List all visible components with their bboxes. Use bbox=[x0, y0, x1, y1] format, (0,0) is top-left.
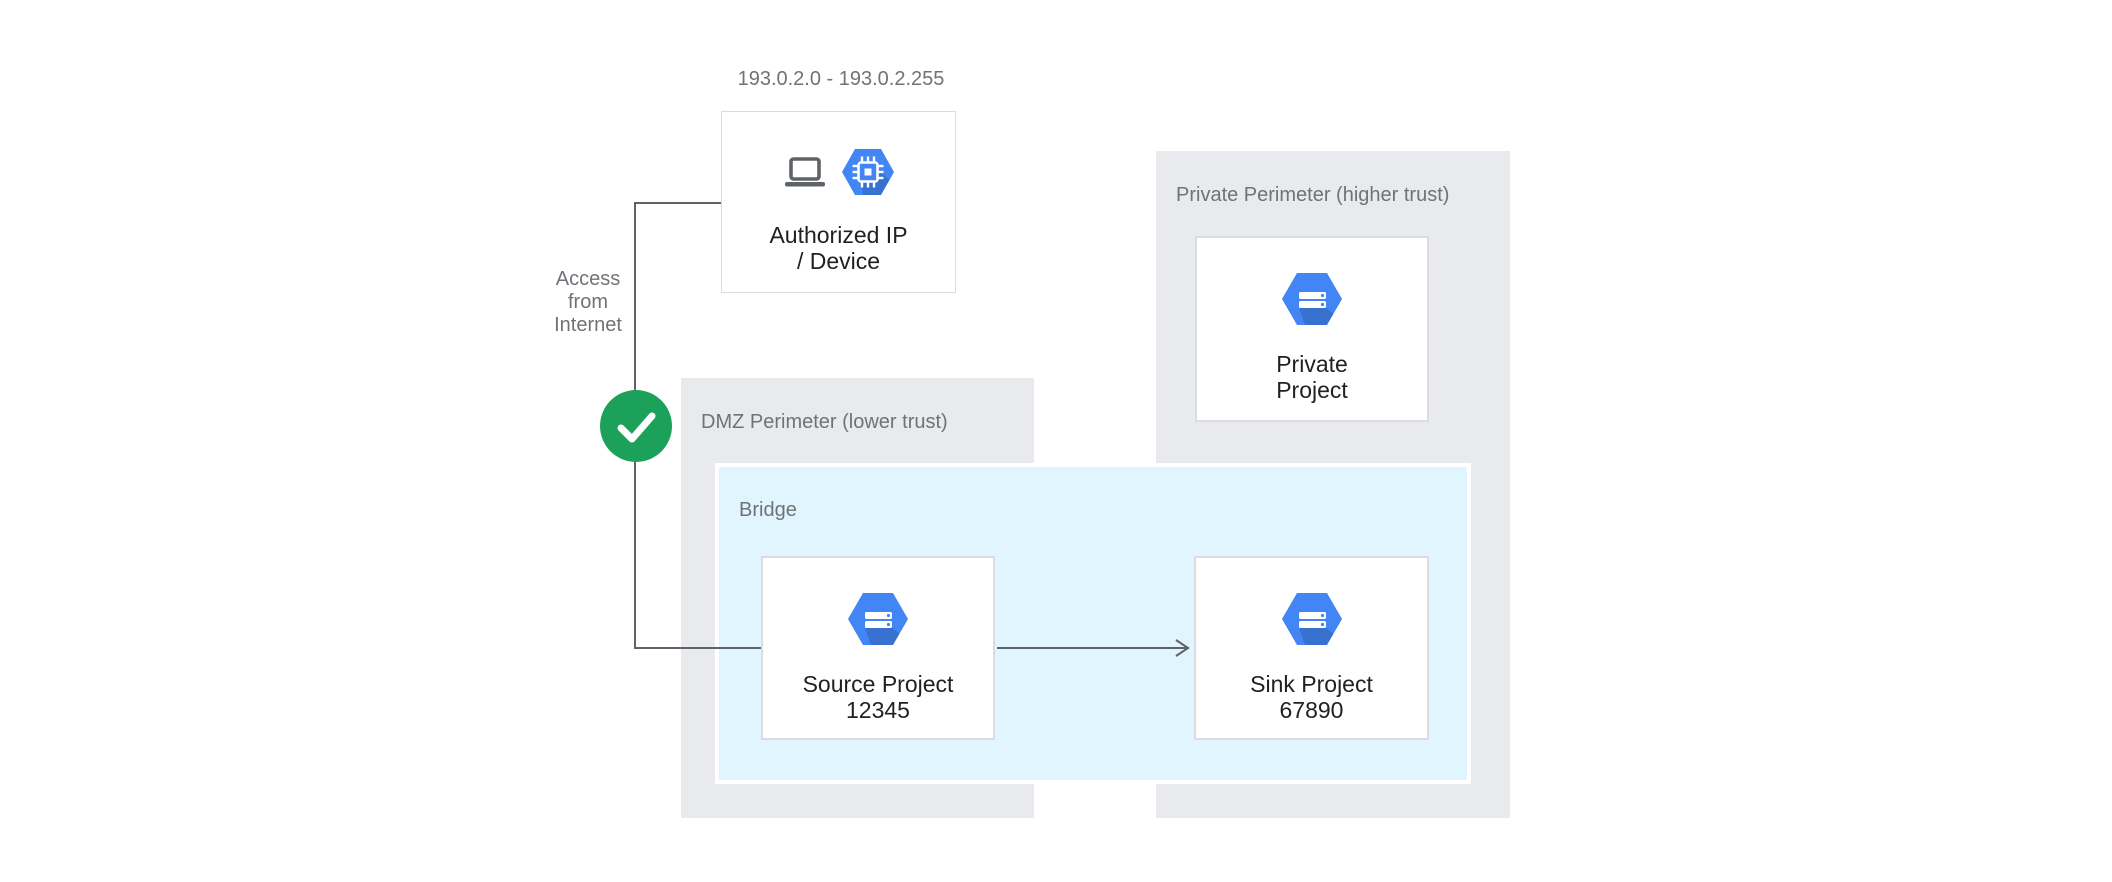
project-hexagon-icon bbox=[848, 593, 908, 645]
sink-project-node: Sink Project 67890 bbox=[1194, 556, 1429, 740]
sink-node-title: Sink Project 67890 bbox=[1250, 671, 1373, 723]
private-title-line1: Private bbox=[1276, 351, 1348, 377]
access-label-line2: from bbox=[568, 291, 608, 313]
access-label-line1: Access bbox=[555, 268, 621, 290]
source-project-node: Source Project 12345 bbox=[761, 556, 995, 740]
authorized-ip-device-node: Authorized IP / Device bbox=[721, 111, 956, 293]
access-label-line3: Internet bbox=[554, 314, 622, 336]
sink-title-line2: 67890 bbox=[1279, 697, 1344, 723]
private-title-line2: Project bbox=[1276, 377, 1348, 403]
private-project-node: Private Project bbox=[1195, 236, 1429, 422]
project-hexagon-icon bbox=[1282, 273, 1342, 325]
access-from-internet-label: Access from Internet bbox=[540, 268, 636, 337]
sink-title-line1: Sink Project bbox=[1250, 671, 1373, 697]
private-node-icons bbox=[1282, 273, 1342, 325]
authorized-title-line1: Authorized IP bbox=[769, 222, 908, 248]
authorized-node-title: Authorized IP / Device bbox=[769, 222, 907, 274]
source-node-title: Source Project 12345 bbox=[803, 671, 954, 723]
ip-range-label: 193.0.2.0 - 193.0.2.255 bbox=[737, 68, 945, 90]
source-title-line1: Source Project bbox=[802, 671, 954, 697]
private-node-title: Private Project bbox=[1276, 351, 1348, 403]
source-title-line2: 12345 bbox=[846, 697, 910, 723]
sink-node-icons bbox=[1281, 593, 1342, 645]
compute-chip-hexagon-icon bbox=[842, 149, 894, 195]
laptop-icon bbox=[783, 156, 827, 188]
dmz-perimeter-label: DMZ Perimeter (lower trust) bbox=[701, 411, 948, 433]
source-node-icons bbox=[848, 593, 908, 645]
project-hexagon-icon bbox=[1281, 593, 1342, 645]
private-perimeter-label: Private Perimeter (higher trust) bbox=[1176, 184, 1450, 206]
authorized-title-line2: / Device bbox=[796, 248, 881, 274]
check-icon bbox=[600, 390, 672, 462]
bridge-label: Bridge bbox=[739, 499, 797, 521]
check-badge bbox=[600, 390, 672, 462]
authorized-node-icons bbox=[783, 149, 894, 195]
